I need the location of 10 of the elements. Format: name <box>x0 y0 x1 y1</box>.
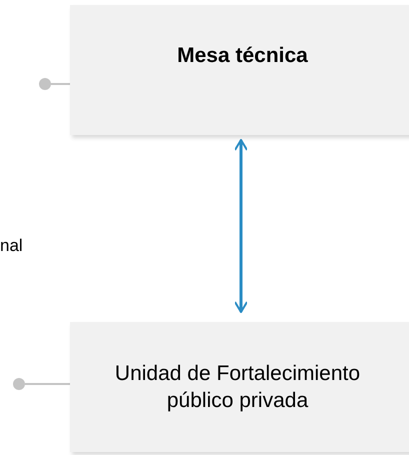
node-label: Unidad de Fortalecimiento público privada <box>114 360 362 414</box>
process-box <box>70 5 409 135</box>
connector-dot <box>39 78 51 90</box>
process-box <box>70 322 409 452</box>
text-fragment: nal <box>0 236 23 256</box>
arrow <box>234 139 248 313</box>
node-label: Mesa técnica <box>177 43 308 70</box>
connector-line <box>51 83 70 85</box>
connector-line <box>25 383 70 385</box>
connector-dot <box>13 378 25 390</box>
